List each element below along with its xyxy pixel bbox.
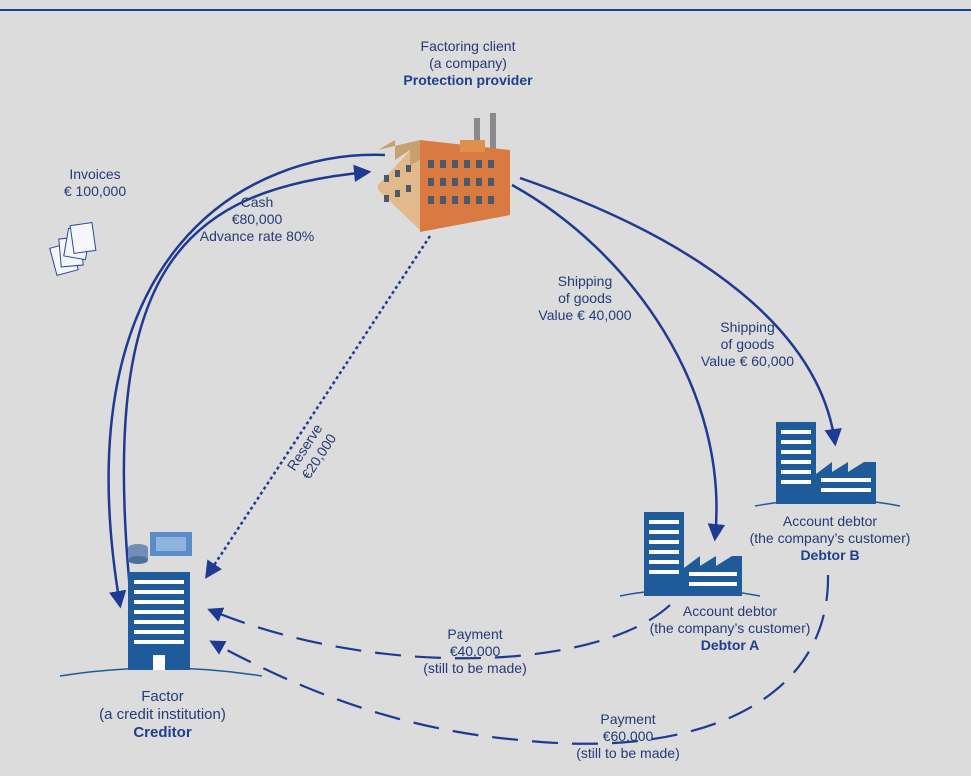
client-line1: Factoring client <box>420 38 516 54</box>
shipping-a-arrow <box>511 183 726 542</box>
cash-line1: Cash <box>240 194 274 210</box>
payment-b-label: Payment €60,000 (still to be made) <box>553 711 703 762</box>
debtor-b-label: Account debtor (the company’s customer) … <box>725 513 935 564</box>
payment-a-line3: (still to be made) <box>423 660 527 676</box>
factoring-client-label: Factoring client (a company) Protection … <box>358 38 578 89</box>
factor-role: Creditor <box>133 724 192 741</box>
debtor-b-line1: Account debtor <box>782 513 878 529</box>
shipping-b-line2: of goods <box>720 336 775 352</box>
client-line2: (a company) <box>429 55 507 71</box>
cash-line2: €80,000 <box>231 211 283 227</box>
payment-b-arrow <box>209 574 830 745</box>
factor-line1: Factor <box>141 688 184 705</box>
shipping-b-arrow <box>519 176 842 447</box>
payment-b-line2: €60,000 <box>602 728 654 744</box>
factor-line2: (a credit institution) <box>99 706 226 723</box>
factory-icon <box>378 113 510 232</box>
debtor-a-role: Debtor A <box>700 637 760 653</box>
shipping-a-label: Shipping of goods Value € 40,000 <box>520 273 650 324</box>
payment-a-line1: Payment <box>447 626 503 642</box>
debtor-b-role: Debtor B <box>800 547 860 563</box>
cash-line3: Advance rate 80% <box>199 228 315 244</box>
payment-a-line2: €40,000 <box>449 643 501 659</box>
debtor-a-line2: (the company’s customer) <box>649 620 811 636</box>
invoices-line1: Invoices <box>69 166 121 182</box>
factor-label: Factor (a credit institution) Creditor <box>60 688 265 742</box>
shipping-a-line2: of goods <box>558 290 612 306</box>
shipping-a-line3: Value € 40,000 <box>538 307 632 323</box>
shipping-b-label: Shipping of goods Value € 60,000 <box>680 319 815 370</box>
payment-a-label: Payment €40,000 (still to be made) <box>400 626 550 677</box>
bank-building-icon <box>128 572 190 670</box>
top-rule <box>0 9 971 11</box>
debtor-b-line2: (the company’s customer) <box>749 530 911 546</box>
debtor-b-building-icon <box>776 422 876 504</box>
payment-b-line3: (still to be made) <box>576 745 680 761</box>
cash-label: Cash €80,000 Advance rate 80% <box>182 194 332 245</box>
invoices-line2: € 100,000 <box>63 183 127 199</box>
payment-b-line1: Payment <box>600 711 656 727</box>
debtor-a-building-icon <box>644 512 742 596</box>
shipping-b-line1: Shipping <box>720 319 775 335</box>
shipping-b-line3: Value € 60,000 <box>700 353 795 369</box>
cash-arrow <box>122 164 372 591</box>
debtor-a-line1: Account debtor <box>682 603 778 619</box>
invoices-icon <box>49 222 97 276</box>
client-role: Protection provider <box>403 72 533 88</box>
payment-a-arrow <box>207 604 671 660</box>
invoices-arrow <box>107 153 386 609</box>
invoices-label: Invoices € 100,000 <box>40 166 150 200</box>
shipping-a-line1: Shipping <box>557 273 613 289</box>
money-icon <box>128 532 192 564</box>
debtor-a-label: Account debtor (the company’s customer) … <box>625 603 835 654</box>
reserve-arrow <box>205 235 432 579</box>
